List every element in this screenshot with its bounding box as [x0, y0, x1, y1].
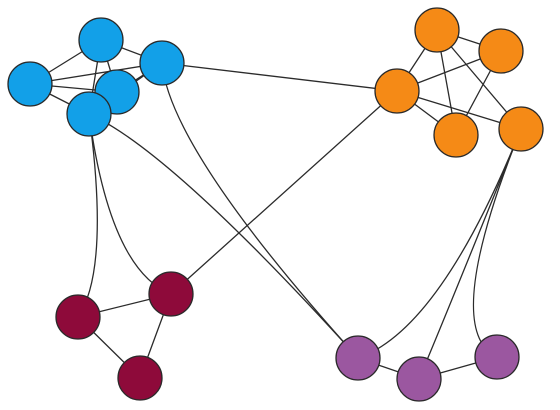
node-purple-p3	[474, 334, 520, 380]
edge-b5-p1	[88, 113, 359, 359]
edge-o5-p1	[357, 128, 522, 359]
node-blue-b5	[66, 91, 112, 137]
node-blue-b2	[78, 17, 124, 63]
node-purple-p1	[335, 335, 381, 381]
edge-b5-m1	[77, 113, 98, 318]
node-orange-o4	[433, 112, 479, 158]
node-layer	[7, 7, 544, 402]
edge-b5-m2	[88, 113, 172, 295]
edge-b3-p1	[161, 62, 359, 359]
node-purple-p2	[396, 356, 442, 402]
edge-o1-m2	[170, 90, 398, 295]
node-orange-o3	[478, 28, 524, 74]
node-blue-b3	[139, 40, 185, 86]
edge-o5-p3	[472, 128, 522, 358]
node-maroon-m3	[117, 355, 163, 401]
node-maroon-m1	[55, 294, 101, 340]
edge-b3-o1	[161, 62, 398, 92]
node-blue-b1	[7, 61, 53, 107]
node-orange-o5	[498, 106, 544, 152]
node-orange-o2	[414, 7, 460, 53]
node-maroon-m2	[148, 271, 194, 317]
node-orange-o1	[374, 68, 420, 114]
